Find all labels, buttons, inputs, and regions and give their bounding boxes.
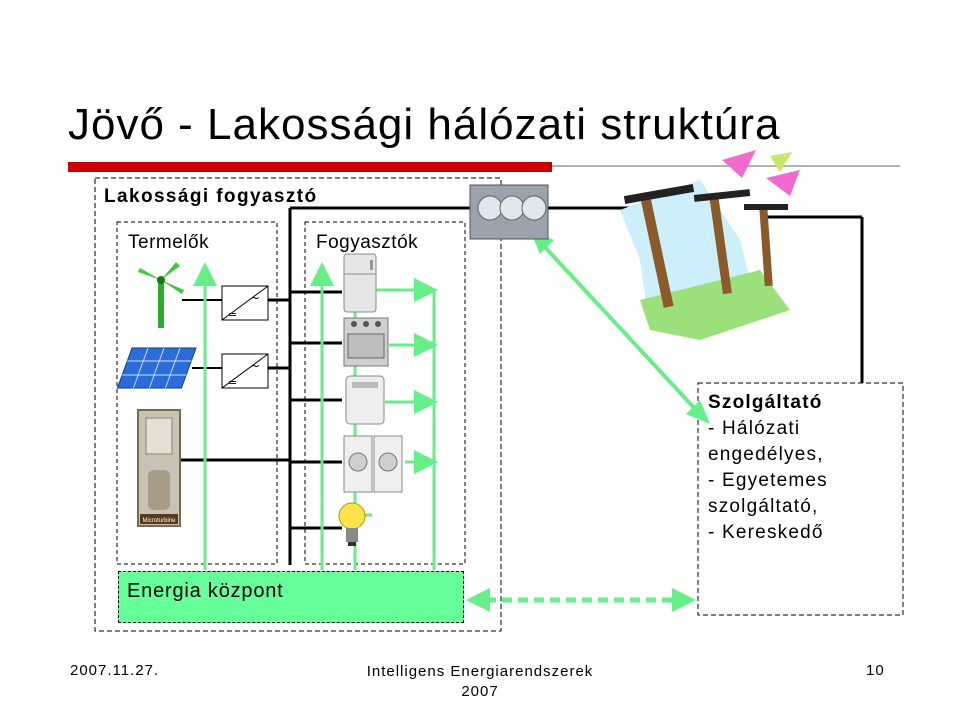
meter-provider-arrow: [540, 242, 700, 414]
producers-label: Termelők: [128, 232, 210, 253]
power-lines-icon: [620, 150, 800, 340]
service-provider-text: Szolgáltató - Hálózati engedélyes, - Egy…: [708, 390, 828, 546]
service-provider-line: engedélyes,: [708, 444, 824, 465]
provider-arrowhead-2: [672, 588, 696, 612]
footer-center-line1: Intelligens Energiarendszerek: [366, 663, 594, 680]
washer-dryer-icon: [343, 435, 403, 493]
inverter-icon: ~ =: [221, 285, 269, 321]
service-provider-line: szolgáltató,: [708, 496, 819, 517]
svg-text:~: ~: [250, 291, 260, 305]
solar-panel-icon: [116, 347, 197, 389]
provider-arrowhead: [686, 400, 710, 424]
wind-turbine-icon: [138, 262, 184, 328]
footer-date: 2007.11.27.: [70, 662, 160, 679]
inverter-icon: ~ =: [221, 353, 269, 389]
svg-text:~: ~: [250, 359, 260, 373]
title-bar-red: [68, 162, 552, 172]
page-title: Jövő - Lakossági hálózati struktúra: [68, 100, 781, 149]
light-bulb-icon: [338, 502, 366, 546]
household-box: [94, 177, 502, 632]
svg-text:=: =: [228, 376, 237, 389]
energy-center-label: Energia központ: [127, 580, 284, 602]
household-label: Lakossági fogyasztó: [104, 186, 318, 207]
consumers-label: Fogyasztók: [316, 232, 419, 253]
refrigerator-icon: [343, 253, 377, 313]
footer-center: Intelligens Energiarendszerek 2007: [360, 662, 600, 702]
page-number: 10: [866, 662, 885, 679]
microturbine-label: Microturbine: [142, 518, 176, 524]
producers-box: [116, 221, 278, 565]
dehumidifier-icon: [345, 375, 385, 425]
service-provider-line: - Egyetemes: [708, 470, 828, 491]
consumers-box: [304, 221, 466, 565]
service-provider-box: [697, 382, 904, 616]
footer-center-line2: 2007: [461, 683, 499, 700]
svg-text:=: =: [228, 308, 237, 321]
stove-icon: [343, 317, 389, 367]
service-provider-heading: Szolgáltató: [708, 392, 823, 413]
power-meter-icon: [469, 184, 549, 240]
service-provider-line: - Hálózati: [708, 418, 801, 439]
center-arrowhead: [466, 588, 490, 612]
service-provider-line: - Kereskedő: [708, 522, 824, 543]
microturbine-icon: [137, 409, 181, 527]
energy-center-box: Energia központ: [118, 571, 464, 623]
